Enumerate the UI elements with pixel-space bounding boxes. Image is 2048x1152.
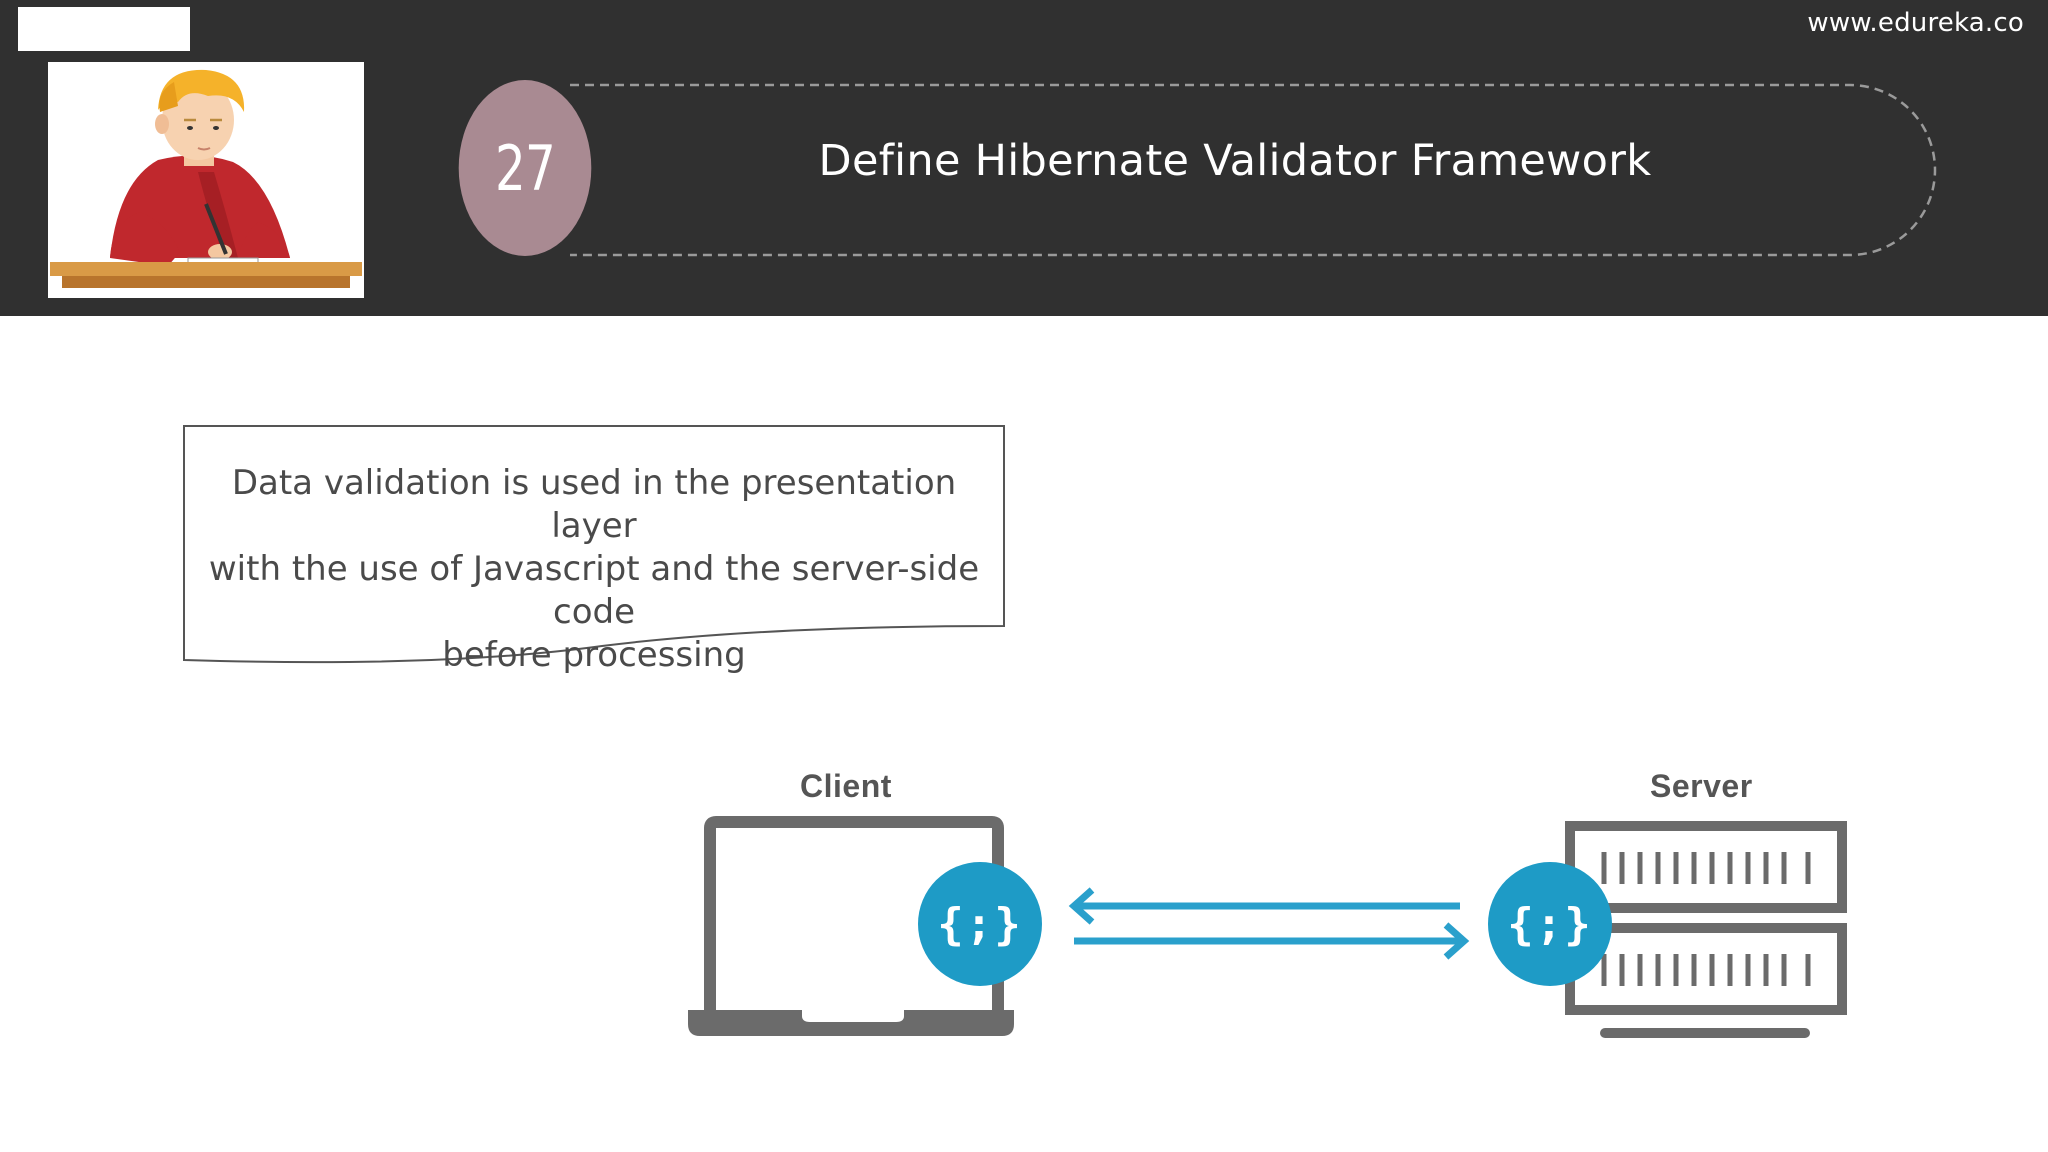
- note-document-shape: [183, 425, 1005, 664]
- note-line-2: with the use of Javascript and the serve…: [208, 549, 980, 632]
- question-number-badge: 27: [458, 80, 592, 256]
- server-code-icon: {;}: [1488, 862, 1612, 986]
- slide-header: www.edureka.co: [0, 0, 2048, 316]
- note-line-1: Data validation is used in the presentat…: [231, 463, 957, 546]
- student-writing-illustration: [48, 62, 364, 298]
- site-url: www.edureka.co: [1807, 8, 2024, 38]
- client-label: Client: [800, 768, 892, 804]
- arrow-to-client: [1068, 887, 1460, 925]
- arrow-to-server: [1074, 922, 1470, 960]
- server-label: Server: [1650, 768, 1753, 804]
- laptop-icon: [688, 816, 1014, 1036]
- note-text: Data validation is used in the presentat…: [188, 462, 1000, 677]
- server-rack-icon: [1565, 821, 1847, 1038]
- title-pill-outline: [570, 83, 1937, 257]
- slide-title: Define Hibernate Validator Framework: [818, 136, 1652, 186]
- note-line-3: before processing: [442, 635, 746, 675]
- header-white-tab: [18, 7, 190, 51]
- client-code-icon: {;}: [918, 862, 1042, 986]
